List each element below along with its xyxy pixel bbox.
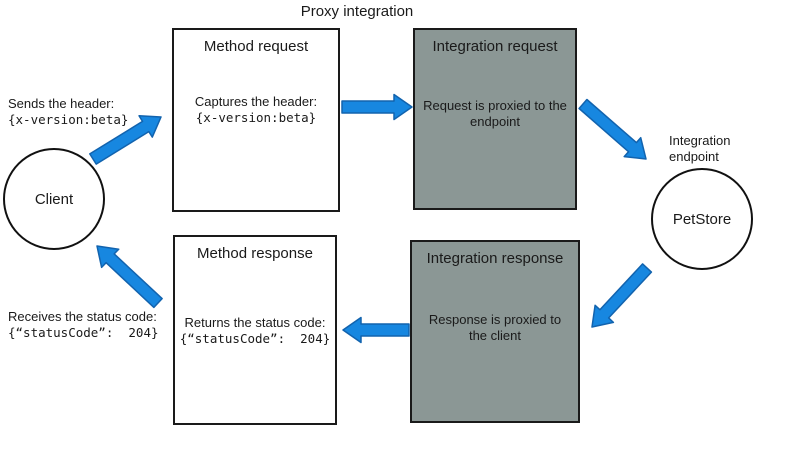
diagram-title: Proxy integration xyxy=(300,3,414,20)
integration-endpoint-caption: Integration endpoint xyxy=(669,133,731,164)
integration-response-body: Response is proxied to the client xyxy=(412,312,578,344)
client-send-code: {x-version:beta} xyxy=(8,112,129,127)
method-request-code: {x-version:beta} xyxy=(195,110,317,125)
integration-request-box: Integration request Request is proxied t… xyxy=(413,28,577,210)
arrow-petstore-to-integration-response-icon xyxy=(591,263,653,328)
arrow-method-request-to-integration-request-icon xyxy=(341,93,413,121)
client-send-annotation: Sends the header: {x-version:beta} xyxy=(8,96,178,128)
integration-request-body: Request is proxied to the endpoint xyxy=(415,98,575,130)
client-send-text: Sends the header: xyxy=(8,96,115,111)
method-response-body-text: Returns the status code: xyxy=(184,315,326,330)
method-request-body: Captures the header: {x-version:beta} xyxy=(174,94,338,126)
method-request-box: Method request Captures the header: {x-v… xyxy=(172,28,340,212)
method-response-box: Method response Returns the status code:… xyxy=(173,235,337,425)
arrow-integration-response-to-method-response-icon xyxy=(342,316,410,344)
method-response-title: Method response xyxy=(197,245,313,262)
client-node: Client xyxy=(3,148,105,250)
arrow-integration-request-to-petstore-icon xyxy=(578,98,647,160)
client-receive-annotation: Receives the status code: {“statusCode”:… xyxy=(8,309,188,341)
client-label: Client xyxy=(34,190,74,208)
petstore-node: PetStore xyxy=(651,168,753,270)
integration-response-box: Integration response Response is proxied… xyxy=(410,240,580,423)
integration-response-title: Integration response xyxy=(426,250,564,267)
method-response-code: {“statusCode”: 204} xyxy=(179,331,331,346)
petstore-label: PetStore xyxy=(672,210,732,228)
client-receive-text: Receives the status code: xyxy=(8,309,157,324)
client-receive-code: {“statusCode”: 204} xyxy=(8,325,159,340)
method-request-body-text: Captures the header: xyxy=(194,94,318,109)
integration-request-body-text: Request is proxied to the endpoint xyxy=(423,98,567,129)
method-request-title: Method request xyxy=(203,38,309,55)
method-response-body: Returns the status code: {“statusCode”: … xyxy=(175,315,335,347)
integration-request-title: Integration request xyxy=(432,38,558,55)
integration-response-body-text: Response is proxied to the client xyxy=(428,312,562,343)
arrow-method-response-to-client-icon xyxy=(96,245,163,309)
